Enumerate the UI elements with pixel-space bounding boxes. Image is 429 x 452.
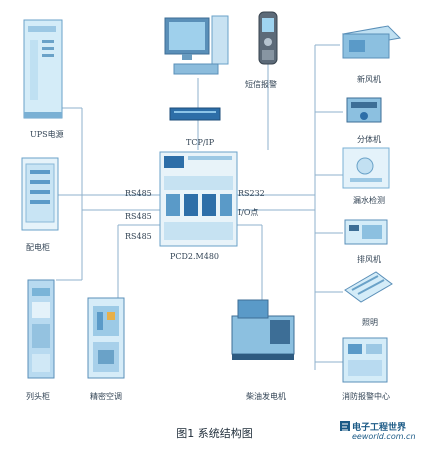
distribution-cabinet-image (21, 157, 59, 231)
eeworld-logo-icon (340, 421, 350, 431)
column-head-cabinet-image (27, 279, 55, 379)
split-ac-label: 分体机 (357, 135, 381, 144)
rs485-link-label-2: RS485 (125, 212, 152, 221)
watermark-url: eeworld.com.cn (352, 432, 416, 441)
ups-cabinet-image (23, 19, 63, 119)
lighting-label: 照明 (362, 318, 378, 327)
column-head-cabinet-label: 列头柜 (26, 392, 50, 401)
fire-alarm-center-image (342, 337, 388, 383)
computer-image (164, 15, 229, 75)
diesel-generator-label: 柴油发电机 (246, 392, 286, 401)
rs232-link-label: RS232 (238, 189, 265, 198)
rs485-link-label-3: RS485 (125, 232, 152, 241)
distribution-cabinet-label: 配电柜 (26, 243, 50, 252)
phone-image (258, 11, 278, 65)
precision-ac-image (87, 297, 125, 379)
sms-alarm-label: 短信报警 (245, 80, 277, 89)
io-link-label: I/O点 (238, 208, 259, 217)
figure-caption: 图1 系统结构图 (176, 427, 253, 440)
watermark: 电子工程世界 eeworld.com.cn (338, 420, 426, 448)
split-ac-image (346, 97, 382, 123)
connection-lines (56, 44, 343, 370)
exhaust-fan-label: 排风机 (357, 255, 381, 264)
diesel-generator-image (231, 299, 295, 360)
network-switch-image (169, 107, 221, 121)
fresh-air-unit-image (341, 25, 402, 59)
watermark-title: 电子工程世界 (352, 423, 407, 433)
tcp-ip-label: TCP/IP (186, 138, 215, 147)
rs485-link-label-1: RS485 (125, 189, 152, 198)
fire-alarm-center-label: 消防报警中心 (342, 392, 390, 401)
ups-label: UPS电源 (30, 130, 64, 139)
exhaust-fan-image (344, 219, 388, 245)
precision-ac-label: 精密空调 (90, 392, 122, 401)
leak-detection-image (342, 147, 390, 189)
controller-label: PCD2.M480 (170, 252, 220, 261)
fresh-air-unit-label: 新风机 (357, 75, 381, 84)
lighting-image (344, 271, 393, 303)
pcd2-controller-image (159, 151, 238, 247)
leak-detection-label: 漏水检测 (353, 196, 385, 205)
